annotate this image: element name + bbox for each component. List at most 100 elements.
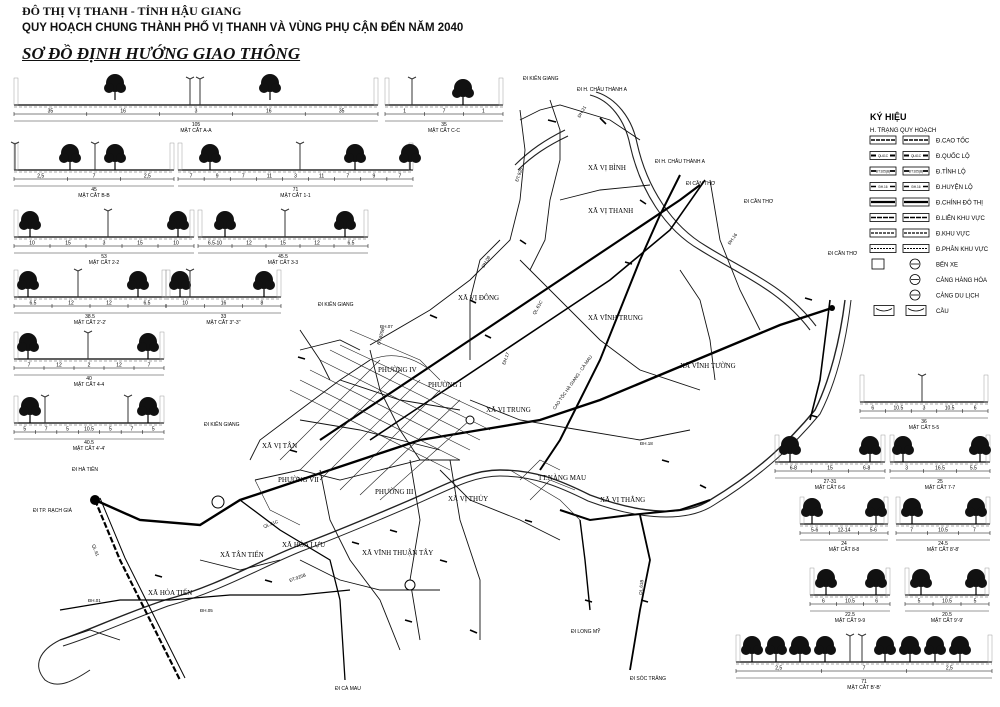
dimension-value: 7 <box>28 363 31 369</box>
direction-label: ĐI HÀ TIÊN <box>72 465 98 473</box>
legend-label: Đ.CAO TỐC <box>936 138 970 145</box>
dimension-value: 2,5 <box>144 174 151 180</box>
dimension-value: 16 <box>221 301 227 307</box>
street-lamp-icon <box>295 141 305 171</box>
legend-label: Đ.CHÍNH ĐÔ THỊ <box>936 200 983 207</box>
dimension-value: 12 <box>314 241 320 247</box>
bridge-icon <box>873 305 895 316</box>
tree-icon <box>343 143 367 171</box>
dimension-value: 5 <box>974 599 977 605</box>
legend-badge <box>909 168 923 174</box>
dimension-value: 3 <box>294 174 297 180</box>
road-label: ĐH.21 <box>577 105 588 119</box>
dimension-value: 6-8 <box>790 466 797 472</box>
tree-icon <box>16 270 40 298</box>
dimension-value: 10.5 <box>845 599 855 605</box>
tree-icon <box>168 270 192 298</box>
ward-label: XÃ VỊ THANH <box>588 207 633 215</box>
dimension-value: 7 <box>242 174 245 180</box>
section-title: MẶT CẮT 2-2 <box>89 258 120 266</box>
section-edge <box>384 77 390 106</box>
tree-icon <box>900 497 924 525</box>
ward-label: XÃ HỎA TIẾN <box>148 589 192 597</box>
section-title: MẶT CẮT 3''-3'' <box>206 318 240 326</box>
dimension-value: 12 <box>246 241 252 247</box>
section-edge <box>904 567 910 596</box>
street-lamp-icon <box>40 394 50 424</box>
road-label: ĐH.18 <box>640 441 653 446</box>
tree-icon <box>898 635 922 663</box>
dimension-value: 7 <box>190 174 193 180</box>
road-label: QL.61 <box>91 544 100 558</box>
dimension-value: 7 <box>443 109 446 115</box>
road-label: ĐH.17 <box>501 351 510 365</box>
section-title: MẶT CẮT 9'-9' <box>931 616 963 624</box>
section-edge <box>859 374 865 403</box>
secondary-roads <box>59 99 761 651</box>
legend-badge <box>909 152 923 159</box>
dimension-value: 5 <box>109 427 112 433</box>
section-edge <box>373 77 379 106</box>
direction-label: ĐI KIÊN GIANG <box>318 300 354 308</box>
tree-icon <box>909 568 933 596</box>
section-total: 38.5 <box>85 314 95 320</box>
dimension-value: 5.5 <box>970 466 977 472</box>
legend-item: Đ.PHÂN KHU VỰC <box>869 244 989 253</box>
section-total: 71 <box>861 679 867 685</box>
direction-label: ĐI TP. RẠCH GIÁ <box>33 507 73 514</box>
dimension-value: 6 <box>822 599 825 605</box>
tree-icon <box>788 635 812 663</box>
section-edge <box>498 77 504 106</box>
tree-icon <box>333 210 357 238</box>
dimension-value: 6.5-10 <box>208 241 222 247</box>
dimension-value: 2,5 <box>946 666 953 672</box>
dimension-value: 7 <box>93 174 96 180</box>
legend-item: Đ.KHU VỰC <box>869 228 970 238</box>
tree-icon <box>198 143 222 171</box>
dimension-value: 11 <box>267 174 272 180</box>
section-total: 40.5 <box>84 440 94 446</box>
tree-icon <box>948 635 972 663</box>
dimension-value: 12 <box>106 301 112 307</box>
legend-label: BẾN XE <box>936 262 958 269</box>
dimension-value: 10 <box>173 241 179 247</box>
section-total: 27-31 <box>824 479 837 485</box>
urban-grid <box>254 329 581 526</box>
section-edge <box>895 496 901 525</box>
dimension-value: 5 <box>66 427 69 433</box>
section-edge <box>189 209 195 238</box>
road-label: ĐT.926 <box>514 167 524 183</box>
street-lamp-icon <box>185 76 195 106</box>
legend-badge <box>909 183 923 190</box>
street-lamp-icon <box>10 141 20 171</box>
section-edge <box>169 142 175 171</box>
title-plan: QUY HOẠCH CHUNG THÀNH PHỐ VỊ THANH VÀ VÙ… <box>22 22 464 34</box>
dimension-value: 12-14 <box>838 528 851 534</box>
section-title: MẶT CẮT 2'-2' <box>74 318 106 326</box>
legend-badge <box>876 168 890 174</box>
legend-item: BẾN XE <box>871 258 958 270</box>
dimension-value: 15 <box>280 241 286 247</box>
legend-label: CẢNG DU LỊCH <box>936 293 979 300</box>
direction-label: ĐI SÓC TRĂNG <box>630 675 666 682</box>
direction-label: ĐI CẦN THƠ <box>686 180 716 187</box>
section-edge <box>363 209 369 238</box>
dimension-value: 7 <box>863 666 866 672</box>
dimension-value: 12 <box>68 301 74 307</box>
legend-col-left: H. TRẠNG <box>870 128 899 134</box>
section-title: MẶT CẮT B-B <box>78 191 110 199</box>
ward-label: XÃ VĨNH THUẬN TÂY <box>362 549 433 557</box>
dimension-value: 7 <box>399 174 402 180</box>
legend-label: Đ.HUYỆN LỘ <box>936 183 973 191</box>
